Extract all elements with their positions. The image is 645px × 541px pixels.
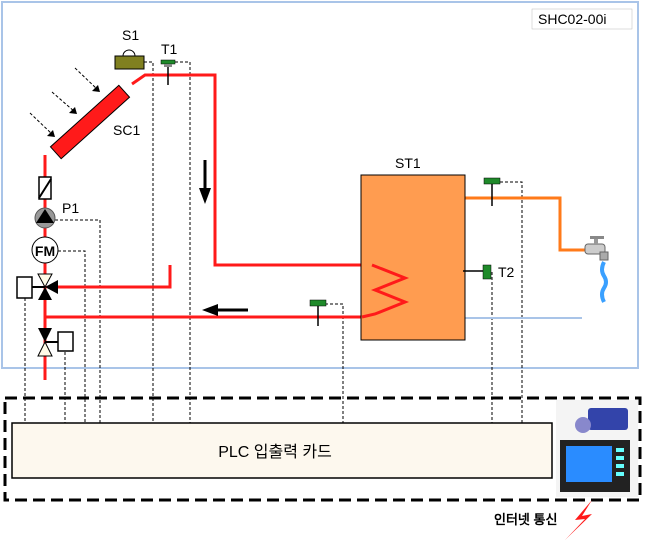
label-sc1: SC1	[113, 122, 140, 138]
flow-arrow-icon	[199, 160, 248, 316]
temperature-sensor-tank-top	[483, 177, 501, 206]
control-enclosure	[3, 396, 642, 502]
temperature-sensor-return	[309, 299, 327, 326]
flow-meter-icon: FM	[31, 236, 59, 264]
diagram-id: SHC02-00i	[538, 11, 606, 27]
two-way-valve-icon	[37, 328, 74, 357]
sun-ray-arrows-icon	[29, 67, 99, 136]
internet-comm-label: 인터넷 통신	[494, 512, 557, 527]
solar-collector-sc1	[49, 84, 131, 160]
storage-tank-st1	[360, 174, 466, 341]
label-t1: T1	[161, 41, 178, 57]
plc-io-card	[11, 422, 553, 479]
faucet-icon	[584, 236, 609, 303]
pump-p1-icon	[34, 207, 56, 229]
label-st1: ST1	[395, 155, 421, 171]
label-s1: S1	[122, 27, 139, 43]
three-way-valve-icon	[16, 273, 58, 300]
check-valve-icon	[38, 176, 52, 200]
label-t2: T2	[498, 264, 515, 280]
temperature-sensor-t2	[463, 264, 492, 280]
dhw-pipe	[455, 196, 590, 252]
sensor-s1	[114, 49, 145, 70]
system-frame	[1, 1, 639, 369]
plc-card-label: PLC 입출력 카드	[218, 443, 332, 461]
label-p1: P1	[62, 200, 79, 216]
svg-text:FM: FM	[35, 243, 55, 259]
temperature-sensor-t1	[160, 59, 176, 85]
lightning-icon	[565, 500, 592, 540]
plc-hmi-device-image	[556, 400, 638, 497]
